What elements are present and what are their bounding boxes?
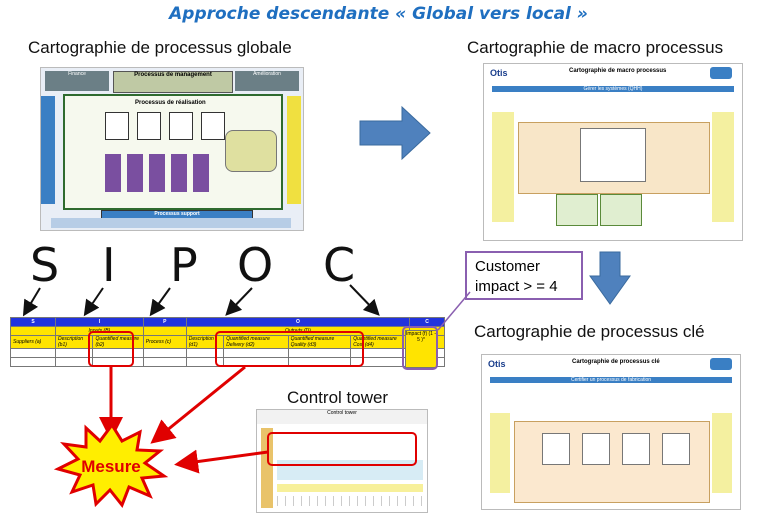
highlight-impact (402, 326, 438, 370)
global-step (169, 112, 193, 140)
tower-header: Control tower (257, 410, 427, 424)
cle-badge-icon (710, 358, 732, 370)
global-left-bar (41, 96, 55, 204)
key-process-map: Otis Cartographie de processus clé Certi… (481, 354, 741, 510)
macro-center-box (580, 128, 646, 182)
global-purple-step (171, 154, 187, 192)
macro-logo: Otis (490, 68, 508, 78)
arrow-o (225, 287, 253, 316)
highlight-input-measure (88, 331, 134, 367)
customer-impact-line2: impact > = 4 (475, 278, 558, 295)
cle-title: Cartographie de processus clé (572, 359, 660, 365)
highlight-tower-band (267, 432, 417, 466)
sipoc-letter-s: S (30, 238, 60, 292)
global-purple-step (149, 154, 165, 192)
global-process-map: Finance Processus de management Améliora… (40, 67, 304, 231)
macro-bar: Gérer les systèmes (QHH) (492, 86, 734, 92)
cle-logo: Otis (488, 359, 506, 369)
global-purple-step (105, 154, 121, 192)
global-management-box: Processus de management (113, 71, 233, 93)
label-global: Cartographie de processus globale (28, 38, 292, 57)
global-cloud (225, 130, 277, 172)
cle-step (542, 433, 570, 465)
highlight-output-measures (215, 331, 364, 367)
sipoc-letter-p: P (170, 238, 198, 292)
tower-grid (277, 496, 423, 506)
global-right-bar (287, 96, 301, 204)
sipoc-letter-o: O (237, 238, 274, 292)
tower-band-2 (277, 484, 423, 492)
label-control-tower: Control tower (287, 388, 389, 407)
page-title: Approche descendante « Global vers local… (169, 4, 588, 24)
macro-badge-icon (710, 67, 732, 79)
global-realisation-title: Processus de réalisation (135, 100, 206, 106)
global-purple-step (127, 154, 143, 192)
cle-left-col (490, 413, 510, 493)
arrow-right-icon (359, 105, 431, 161)
sipoc-col-quality: Quantified measure Quality (d3) (287, 335, 352, 349)
arrow-s (22, 287, 41, 317)
global-step (137, 112, 161, 140)
cle-step (622, 433, 650, 465)
global-step (201, 112, 225, 140)
cle-step (582, 433, 610, 465)
mesure-burst-icon (53, 422, 169, 508)
macro-left-col (492, 112, 514, 222)
cle-right-col (712, 413, 732, 493)
global-improvement-box: Amélioration (235, 71, 299, 91)
global-support-row (51, 218, 291, 228)
arrow-c (349, 284, 380, 316)
label-cle: Cartographie de processus clé (474, 322, 705, 341)
macro-resources-box (600, 194, 642, 226)
arrow-i (83, 287, 104, 317)
macro-support-box (556, 194, 598, 226)
tower-left-col (261, 428, 273, 508)
sipoc-col-delivery: Quantified measure Delivery (d2) (223, 335, 289, 349)
cle-bar: Certifier un processus de fabrication (490, 377, 732, 383)
arrow-to-mesure-3 (174, 449, 269, 474)
arrow-to-mesure-2 (150, 365, 246, 444)
macro-right-col (712, 112, 734, 222)
arrow-down-icon (589, 251, 631, 305)
customer-impact-box: Customer impact > = 4 (465, 251, 583, 300)
mesure-label: Mesure (81, 457, 141, 476)
global-purple-step (193, 154, 209, 192)
sipoc-letter-c: C (323, 238, 356, 292)
macro-process-map: Otis Cartographie de macro processus Gér… (483, 63, 743, 241)
customer-impact-line1: Customer (475, 258, 541, 275)
sipoc-letter-i: I (102, 238, 116, 292)
sipoc-col-suppliers: Suppliers (a) (10, 335, 56, 349)
connector-impact (437, 291, 471, 331)
global-realisation-box: Processus de réalisation (63, 94, 283, 210)
arrow-p (149, 287, 171, 317)
global-finance-box: Finance (45, 71, 109, 91)
sipoc-impact-cell: Impact (f) (1 - 5 )* (405, 330, 437, 368)
cle-step (662, 433, 690, 465)
macro-title: Cartographie de macro processus (569, 68, 667, 74)
label-macro: Cartographie de macro processus (467, 38, 724, 57)
global-step (105, 112, 129, 140)
